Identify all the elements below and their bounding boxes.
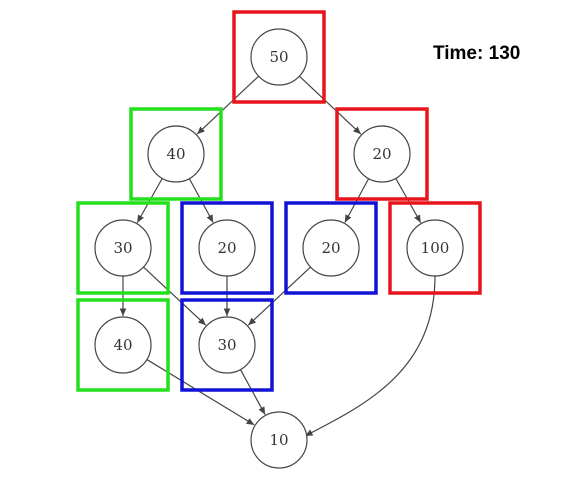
node-circle — [302, 219, 360, 277]
node-label: 30 — [113, 239, 132, 257]
time-value: 130 — [488, 43, 521, 64]
frames-layer — [76, 10, 482, 392]
edge-n50-n20a — [298, 75, 362, 135]
node-label: 40 — [113, 336, 132, 354]
node-n40a: 40 — [147, 125, 205, 183]
node-label: 20 — [372, 145, 391, 163]
node-circle — [94, 316, 152, 374]
frame-red-n50 — [232, 10, 326, 104]
edge-n30a-n30b — [143, 266, 207, 326]
node-label: 40 — [166, 145, 185, 163]
node-label: 100 — [421, 239, 450, 257]
node-label: 30 — [217, 336, 236, 354]
node-label: 20 — [217, 239, 236, 257]
time-readout: Time: 130 — [433, 43, 520, 65]
node-label: 50 — [269, 48, 288, 66]
node-label: 20 — [321, 239, 340, 257]
frame-green-n30a — [76, 201, 170, 295]
frame-blue-n20b — [180, 201, 274, 295]
frame-green-n40b — [76, 298, 170, 392]
node-circle — [198, 219, 256, 277]
node-circle — [94, 219, 152, 277]
edge-n100-n10 — [304, 275, 436, 437]
node-n20a: 20 — [353, 125, 411, 183]
node-n50: 50 — [250, 28, 308, 86]
node-circle — [353, 125, 411, 183]
node-n100: 100 — [406, 219, 464, 277]
node-n30a: 30 — [94, 219, 152, 277]
node-n20c: 20 — [302, 219, 360, 277]
frame-green-n40a — [129, 107, 223, 201]
node-circle — [406, 219, 464, 277]
node-n40b: 40 — [94, 316, 152, 374]
edge-n30b-n10 — [239, 369, 266, 415]
node-n30b: 30 — [198, 316, 256, 374]
nodes-layer: 50 40 20 30 20 20 100 40 30 10 — [94, 28, 464, 469]
node-circle — [198, 316, 256, 374]
node-n20b: 20 — [198, 219, 256, 277]
edge-n20c-n30b — [247, 266, 311, 326]
node-circle — [147, 125, 205, 183]
time-label: Time: — [433, 43, 484, 64]
node-circle — [250, 411, 308, 469]
edge-n50-n40a — [196, 75, 260, 135]
frame-red-n20a — [335, 107, 429, 201]
node-n10: 10 — [250, 411, 308, 469]
frame-blue-n30b — [180, 298, 274, 392]
frame-blue-n20c — [284, 201, 378, 295]
node-circle — [250, 28, 308, 86]
frame-red-n100 — [388, 201, 482, 295]
node-label: 10 — [269, 431, 288, 449]
edge-n40b-n10 — [146, 359, 255, 426]
